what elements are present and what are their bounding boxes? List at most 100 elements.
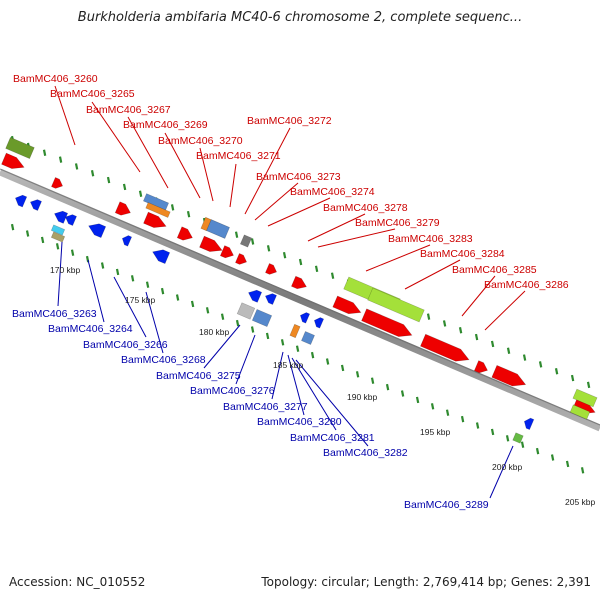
gene-label-3268[interactable]: BamMC406_3268	[121, 354, 206, 366]
tick-mark	[70, 249, 75, 256]
tick-mark	[100, 262, 105, 269]
gene-label-3270[interactable]: BamMC406_3270	[158, 135, 243, 147]
tick-mark	[25, 230, 30, 237]
tick-mark	[55, 243, 60, 250]
tick-mark	[370, 377, 375, 384]
gene-label-3275[interactable]: BamMC406_3275	[156, 370, 241, 382]
gene-feature-forward	[176, 226, 193, 241]
gene-feature-green	[572, 388, 598, 408]
callout-line-3266	[113, 276, 147, 338]
scale-label-180: 180 kbp	[199, 327, 230, 337]
gene-label-3266[interactable]: BamMC406_3266	[83, 339, 168, 351]
gene-label-3285[interactable]: BamMC406_3285	[452, 264, 537, 276]
gene-feature-other	[50, 224, 66, 236]
tick-mark	[10, 223, 15, 231]
tick-mark	[355, 371, 360, 378]
tick-mark	[42, 149, 47, 156]
gene-label-3264[interactable]: BamMC406_3264	[48, 323, 133, 335]
gene-feature-other	[145, 202, 171, 218]
gene-feature-green	[512, 432, 524, 444]
callout-line-3283	[365, 244, 431, 272]
tick-mark	[474, 333, 479, 341]
gene-feature-forward	[1, 152, 25, 169]
gene-label-3273[interactable]: BamMC406_3273	[256, 171, 341, 183]
scale-label-195: 195 kbp	[420, 427, 451, 437]
callout-line-3284	[404, 259, 461, 290]
tick-mark	[235, 319, 240, 327]
tick-mark	[314, 265, 319, 273]
tick-mark	[506, 347, 511, 354]
callout-line-3280	[287, 354, 305, 416]
genome-summary-text: Topology: circular; Length: 2,769,414 bp…	[261, 575, 591, 589]
gene-label-3289[interactable]: BamMC406_3289	[404, 499, 489, 511]
tick-mark	[490, 340, 495, 348]
gene-feature-other	[50, 231, 66, 243]
tick-mark	[106, 176, 111, 184]
tick-mark	[250, 326, 255, 333]
gene-label-3260[interactable]: BamMC406_3260	[13, 73, 98, 85]
callout-line-3274	[267, 197, 331, 227]
gene-feature-reverse	[299, 312, 311, 324]
tick-mark	[442, 320, 447, 327]
gene-label-3283[interactable]: BamMC406_3283	[388, 233, 473, 245]
gene-label-3279[interactable]: BamMC406_3279	[355, 217, 440, 229]
tick-mark	[145, 281, 150, 288]
tick-mark	[325, 358, 330, 365]
tick-mark	[330, 272, 335, 279]
gene-feature-reverse	[54, 210, 69, 224]
tick-mark	[586, 381, 591, 389]
callout-line-3282	[295, 359, 369, 447]
gene-label-3280[interactable]: BamMC406_3280	[257, 416, 342, 428]
gene-label-3281[interactable]: BamMC406_3281	[290, 432, 375, 444]
gene-label-3263[interactable]: BamMC406_3263	[12, 308, 97, 320]
tick-mark	[138, 190, 143, 197]
gene-label-3286[interactable]: BamMC406_3286	[484, 279, 569, 291]
gene-label-3276[interactable]: BamMC406_3276	[190, 385, 275, 397]
gene-feature-forward	[291, 275, 307, 290]
callout-line-3272	[244, 127, 291, 215]
callout-line-3269	[164, 132, 201, 199]
gene-label-3272[interactable]: BamMC406_3272	[247, 115, 332, 127]
callout-line-3278	[307, 213, 366, 242]
gene-feature-reverse	[523, 417, 535, 431]
tick-mark	[522, 354, 527, 361]
tick-mark	[58, 156, 63, 163]
tick-mark	[445, 409, 450, 416]
map-title: Burkholderia ambifaria MC40-6 chromosome…	[77, 10, 523, 25]
accession-text: Accession: NC_010552	[9, 575, 146, 589]
gene-label-3282[interactable]: BamMC406_3282	[323, 447, 408, 459]
gene-label-3271[interactable]: BamMC406_3271	[196, 150, 281, 162]
tick-mark	[490, 428, 495, 436]
tick-mark	[282, 251, 287, 259]
callout-line-3268	[145, 291, 164, 354]
gene-feature-reverse	[15, 194, 28, 208]
gene-label-3267[interactable]: BamMC406_3267	[86, 104, 171, 116]
tick-mark	[430, 403, 435, 410]
callout-line-3275	[203, 324, 241, 369]
gene-feature-forward	[332, 295, 362, 315]
callout-line-3265	[91, 101, 141, 173]
tick-mark	[122, 183, 127, 191]
gene-feature-other	[200, 216, 212, 232]
tick-mark	[565, 460, 570, 468]
tick-mark	[400, 390, 405, 397]
gene-label-3284[interactable]: BamMC406_3284	[420, 248, 505, 260]
gene-feature-forward	[235, 253, 248, 265]
gene-label-3277[interactable]: BamMC406_3277	[223, 401, 308, 413]
gene-label-3278[interactable]: BamMC406_3278	[323, 202, 408, 214]
tick-mark	[265, 332, 270, 340]
callout-line-3267	[127, 116, 169, 189]
gene-feature-forward	[473, 360, 488, 374]
gene-label-3265[interactable]: BamMC406_3265	[50, 88, 135, 100]
gene-label-3269[interactable]: BamMC406_3269	[123, 119, 208, 131]
tick-mark	[175, 294, 180, 301]
reverse-callout-lines	[57, 241, 514, 499]
tick-mark	[340, 364, 345, 372]
callout-line-3279	[317, 228, 396, 248]
gene-feature-forward	[491, 364, 527, 387]
gene-label-3274[interactable]: BamMC406_3274	[290, 186, 375, 198]
chromosome-backbone-edge	[0, 168, 600, 426]
forward-gene-labels: BamMC406_3260 BamMC406_3265 BamMC406_326…	[13, 73, 569, 291]
